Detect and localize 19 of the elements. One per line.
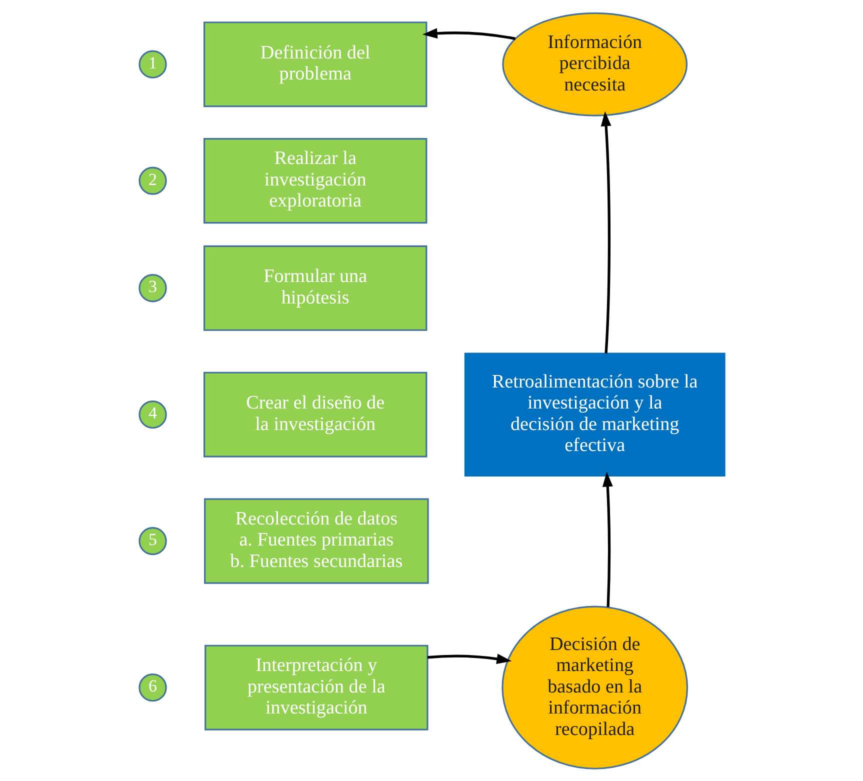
arrow [427, 653, 512, 664]
node-circle: 4 [138, 400, 166, 428]
node-ellipse: Información percibida necesita [502, 12, 688, 116]
node-box: Definición del problema [203, 21, 427, 107]
node-box: Recolección de datos a. Fuentes primarias b. Fuentes secundarias [204, 498, 428, 584]
node-box: Formular una hipótesis [203, 244, 427, 330]
node-circle: 2 [138, 166, 166, 194]
node-box: Crear el diseño de la investigación [203, 371, 427, 457]
node-box: Retroalimentación sobre la investigación y la decisión de marketing efectiva [464, 352, 725, 476]
node-circle: 6 [138, 673, 166, 702]
arrow [600, 110, 611, 353]
node-box: Interpretación y presentación de la investigación [204, 644, 428, 730]
node-circle: 5 [138, 526, 166, 555]
node-circle: 1 [138, 50, 166, 78]
node-ellipse: Decisión de marketing basado en la información recopilada [501, 605, 688, 769]
arrow [422, 28, 515, 40]
node-box: Realizar la investigación exploratoria [203, 138, 427, 224]
node-circle: 3 [138, 274, 166, 302]
arrow [602, 471, 612, 607]
